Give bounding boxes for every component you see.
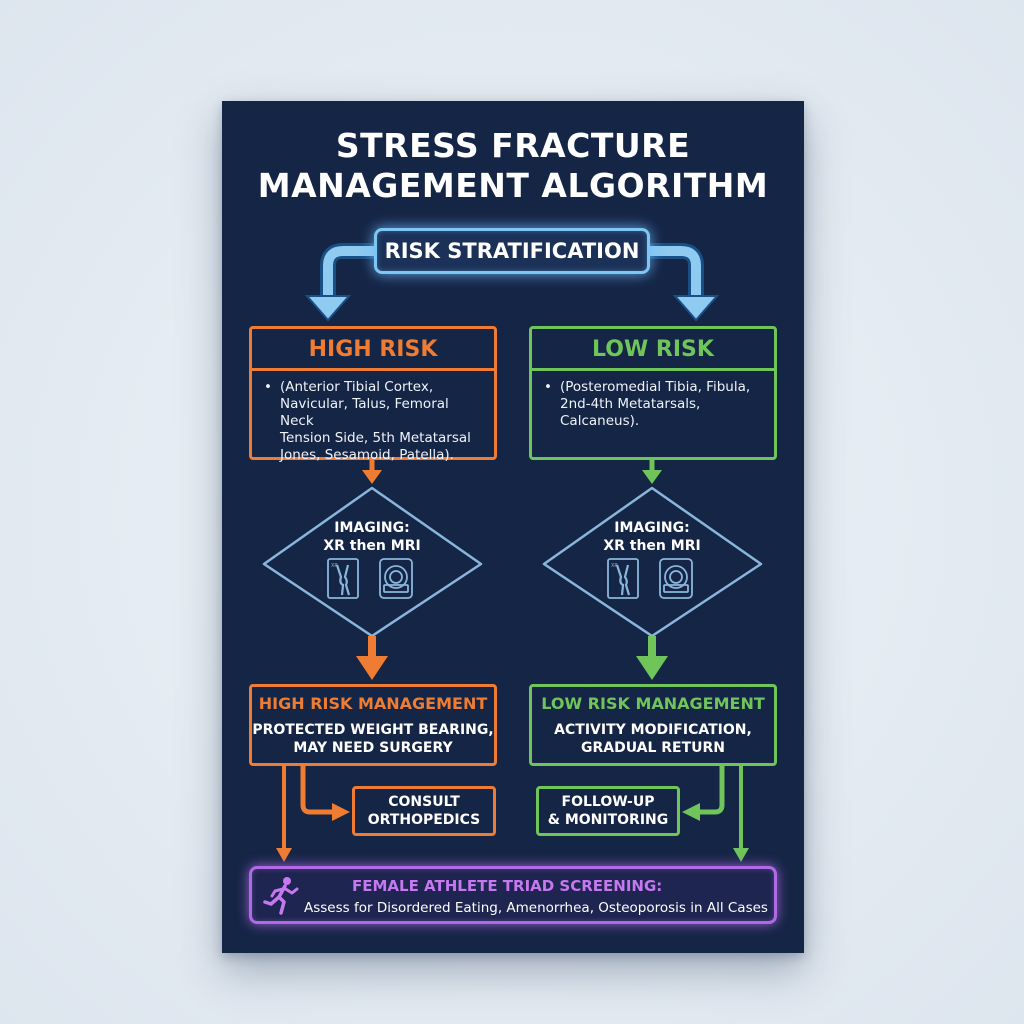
high-risk-management-box: HIGH RISK MANAGEMENT PROTECTED WEIGHT BE… — [249, 684, 497, 766]
bullet-mark: • — [264, 379, 272, 395]
bullet-mark: • — [544, 379, 552, 395]
title-line-2: MANAGEMENT ALGORITHM — [257, 166, 769, 205]
low-risk-sites-text: (Posteromedial Tibia, Fibula, 2nd-4th Me… — [560, 379, 751, 429]
female-athlete-triad-box: FEMALE ATHLETE TRIAD SCREENING: Assess f… — [249, 866, 777, 924]
imaging-title: IMAGING: — [334, 520, 410, 536]
high-risk-sites-text: (Anterior Tibial Cortex, Navicular, Talu… — [280, 379, 471, 463]
consult-orthopedics-box: CONSULT ORTHOPEDICS — [352, 786, 496, 836]
high-risk-divider — [252, 368, 494, 371]
risk-stratification-node: RISK STRATIFICATION — [374, 228, 650, 274]
follow-up-monitoring-box: FOLLOW-UP & MONITORING — [536, 786, 680, 836]
page-title: STRESS FRACTURE MANAGEMENT ALGORITHM — [222, 126, 804, 206]
triad-heading: FEMALE ATHLETE TRIAD SCREENING: — [352, 877, 663, 895]
low-management-heading: LOW RISK MANAGEMENT — [541, 693, 765, 713]
low-risk-management-box: LOW RISK MANAGEMENT ACTIVITY MODIFICATIO… — [529, 684, 777, 766]
low-risk-heading: LOW RISK — [592, 337, 714, 362]
imaging-title: IMAGING: — [614, 520, 690, 536]
imaging-label-high: IMAGING: XR then MRI — [312, 519, 432, 555]
title-line-1: STRESS FRACTURE — [335, 126, 691, 165]
triad-detail: Assess for Disordered Eating, Amenorrhea… — [304, 900, 768, 916]
imaging-sequence: XR then MRI — [603, 538, 701, 554]
imaging-sequence: XR then MRI — [323, 538, 421, 554]
low-management-detail: ACTIVITY MODIFICATION, GRADUAL RETURN — [554, 721, 752, 756]
high-risk-box: HIGH RISK • (Anterior Tibial Cortex, Nav… — [249, 326, 497, 463]
high-risk-sites: • (Anterior Tibial Cortex, Navicular, Ta… — [252, 371, 494, 464]
high-risk-heading: HIGH RISK — [308, 337, 438, 362]
high-management-heading: HIGH RISK MANAGEMENT — [258, 693, 488, 713]
runner-icon — [263, 877, 299, 915]
high-management-detail: PROTECTED WEIGHT BEARING, MAY NEED SURGE… — [252, 721, 494, 756]
imaging-label-low: IMAGING: XR then MRI — [592, 519, 712, 555]
low-risk-sites: • (Posteromedial Tibia, Fibula, 2nd-4th … — [532, 371, 774, 430]
low-risk-divider — [532, 368, 774, 371]
low-risk-box: LOW RISK • (Posteromedial Tibia, Fibula,… — [529, 326, 777, 460]
